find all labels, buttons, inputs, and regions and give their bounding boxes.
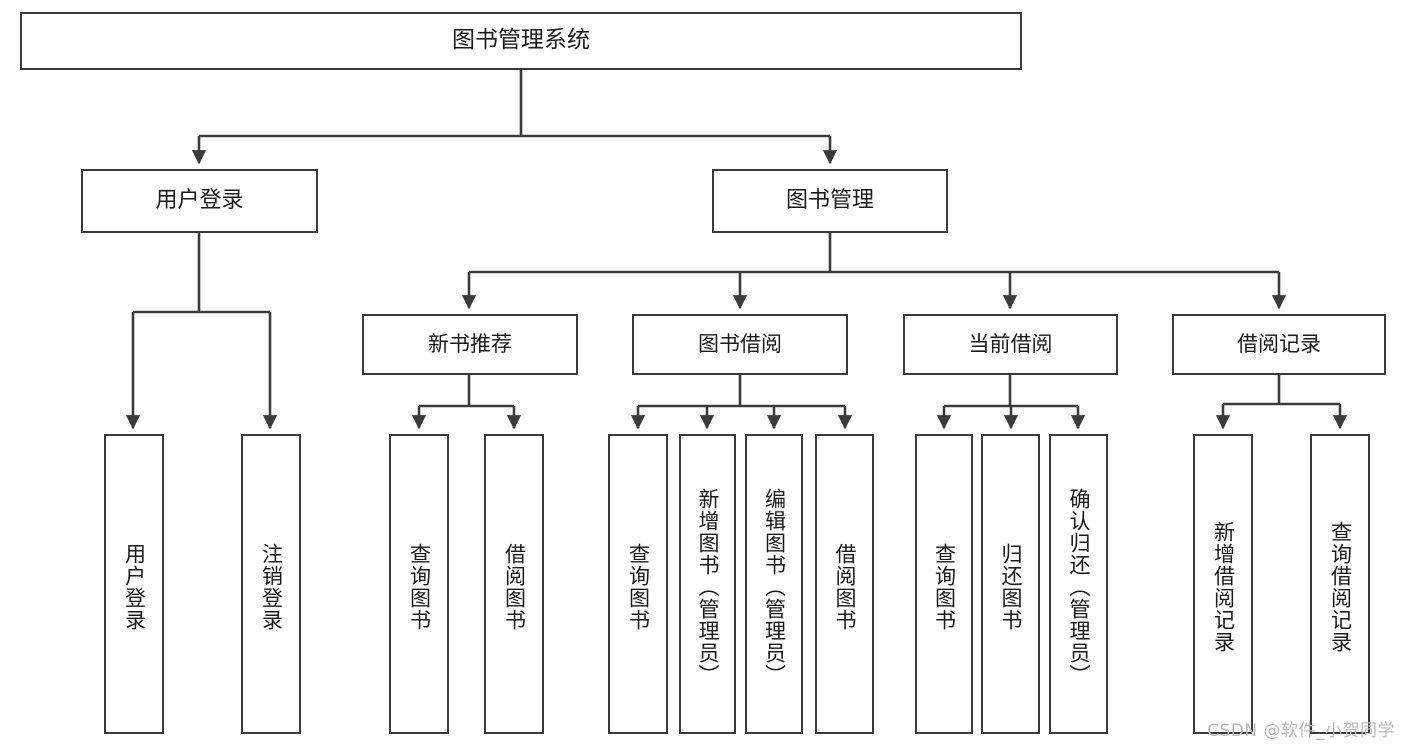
node-leaf-user-logout[interactable]: 注销登录	[241, 434, 301, 734]
node-leaf-query-book-1[interactable]: 查询图书	[389, 434, 449, 734]
node-borrow-record-label: 借阅记录	[1237, 332, 1321, 357]
node-root-label: 图书管理系统	[452, 27, 590, 54]
node-leaf-query-record-label: 查询借阅记录	[1328, 521, 1353, 653]
node-current-borrow-label: 当前借阅	[968, 332, 1053, 357]
node-leaf-borrow-book-2[interactable]: 借阅图书	[815, 434, 874, 734]
node-leaf-add-record[interactable]: 新增借阅记录	[1193, 434, 1253, 734]
node-book-borrow[interactable]: 图书借阅	[632, 314, 848, 375]
node-leaf-user-logout-label: 注销登录	[259, 543, 284, 631]
node-book-borrow-label: 图书借阅	[698, 332, 782, 357]
node-leaf-add-book-label: 新增图书（管理员）	[695, 488, 720, 686]
node-leaf-user-login[interactable]: 用户登录	[104, 434, 164, 734]
node-new-book-rec[interactable]: 新书推荐	[362, 314, 578, 375]
node-current-borrow[interactable]: 当前借阅	[903, 314, 1118, 375]
node-leaf-confirm-return-label: 确认归还（管理员）	[1066, 488, 1091, 686]
node-borrow-record[interactable]: 借阅记录	[1172, 314, 1386, 375]
node-leaf-edit-book[interactable]: 编辑图书（管理员）	[745, 434, 803, 734]
node-leaf-borrow-book-1-label: 借阅图书	[502, 543, 527, 631]
node-leaf-add-record-label: 新增借阅记录	[1211, 521, 1236, 653]
node-root[interactable]: 图书管理系统	[20, 12, 1022, 70]
node-leaf-return-book[interactable]: 归还图书	[981, 434, 1040, 734]
node-book-manage-label: 图书管理	[785, 187, 874, 213]
node-leaf-query-record[interactable]: 查询借阅记录	[1310, 434, 1370, 734]
node-leaf-add-book[interactable]: 新增图书（管理员）	[679, 434, 736, 734]
node-new-book-rec-label: 新书推荐	[428, 332, 512, 357]
node-leaf-borrow-book-2-label: 借阅图书	[832, 543, 857, 631]
csdn-watermark: CSDN @软件_小贺同学	[1207, 721, 1395, 741]
node-leaf-edit-book-label: 编辑图书（管理员）	[762, 488, 787, 686]
node-leaf-confirm-return[interactable]: 确认归还（管理员）	[1049, 434, 1108, 734]
node-leaf-query-book-1-label: 查询图书	[407, 543, 432, 631]
node-user-login[interactable]: 用户登录	[81, 169, 318, 233]
node-leaf-user-login-label: 用户登录	[122, 543, 147, 631]
node-leaf-query-book-3-label: 查询图书	[932, 543, 957, 631]
node-leaf-borrow-book-1[interactable]: 借阅图书	[484, 434, 544, 734]
node-user-login-label: 用户登录	[155, 187, 244, 213]
node-leaf-query-book-2[interactable]: 查询图书	[608, 434, 668, 734]
node-leaf-query-book-2-label: 查询图书	[626, 543, 651, 631]
node-book-manage[interactable]: 图书管理	[712, 169, 948, 233]
node-leaf-return-book-label: 归还图书	[998, 543, 1023, 631]
node-leaf-query-book-3[interactable]: 查询图书	[915, 434, 973, 734]
